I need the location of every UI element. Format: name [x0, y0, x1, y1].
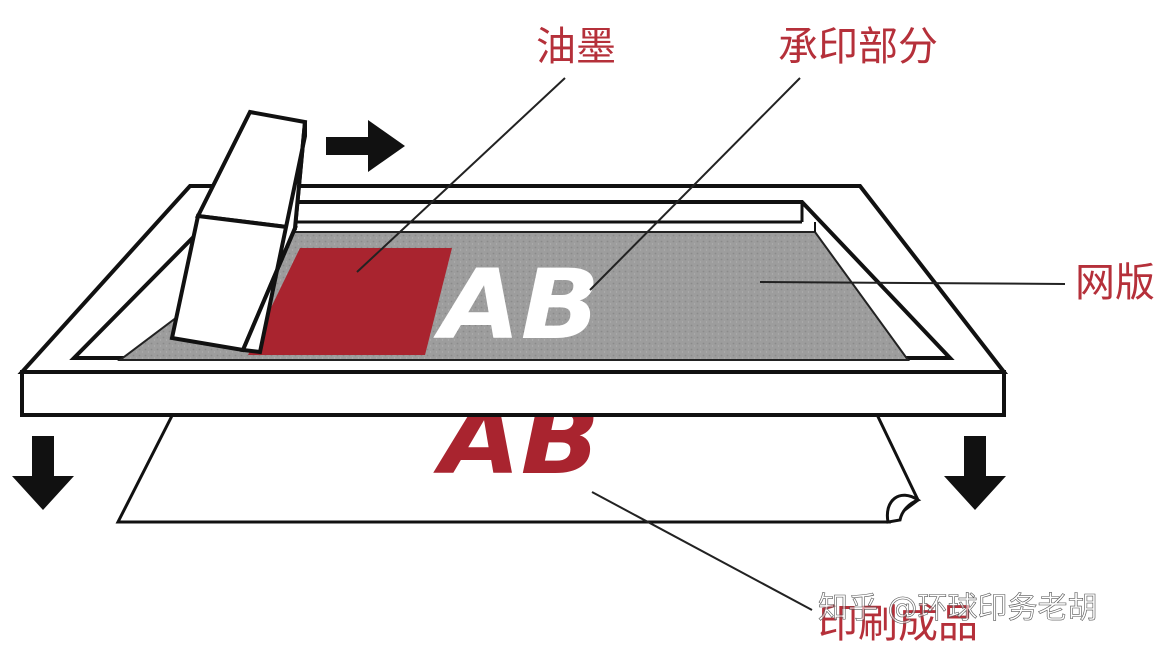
leader-screen: [759, 281, 1066, 285]
ink-patch: [248, 248, 452, 355]
leader-ink: [356, 77, 566, 273]
label-printed-product: 印刷成品: [818, 601, 978, 647]
arrow-down-right-icon: [944, 436, 1006, 510]
label-ink: 油墨: [536, 24, 616, 70]
label-screen: 网版: [1075, 260, 1155, 306]
leader-print-area: [589, 77, 801, 291]
watermark: 知乎 @环球印务老胡: [818, 591, 1098, 626]
squeegee: [169, 109, 308, 355]
arrow-down-left-icon: [12, 436, 74, 510]
label-print-area: 承印部分: [778, 24, 938, 70]
arrow-right-icon: [326, 120, 405, 172]
leader-printed: [591, 491, 813, 611]
screen-ab-text: AB: [432, 249, 600, 361]
